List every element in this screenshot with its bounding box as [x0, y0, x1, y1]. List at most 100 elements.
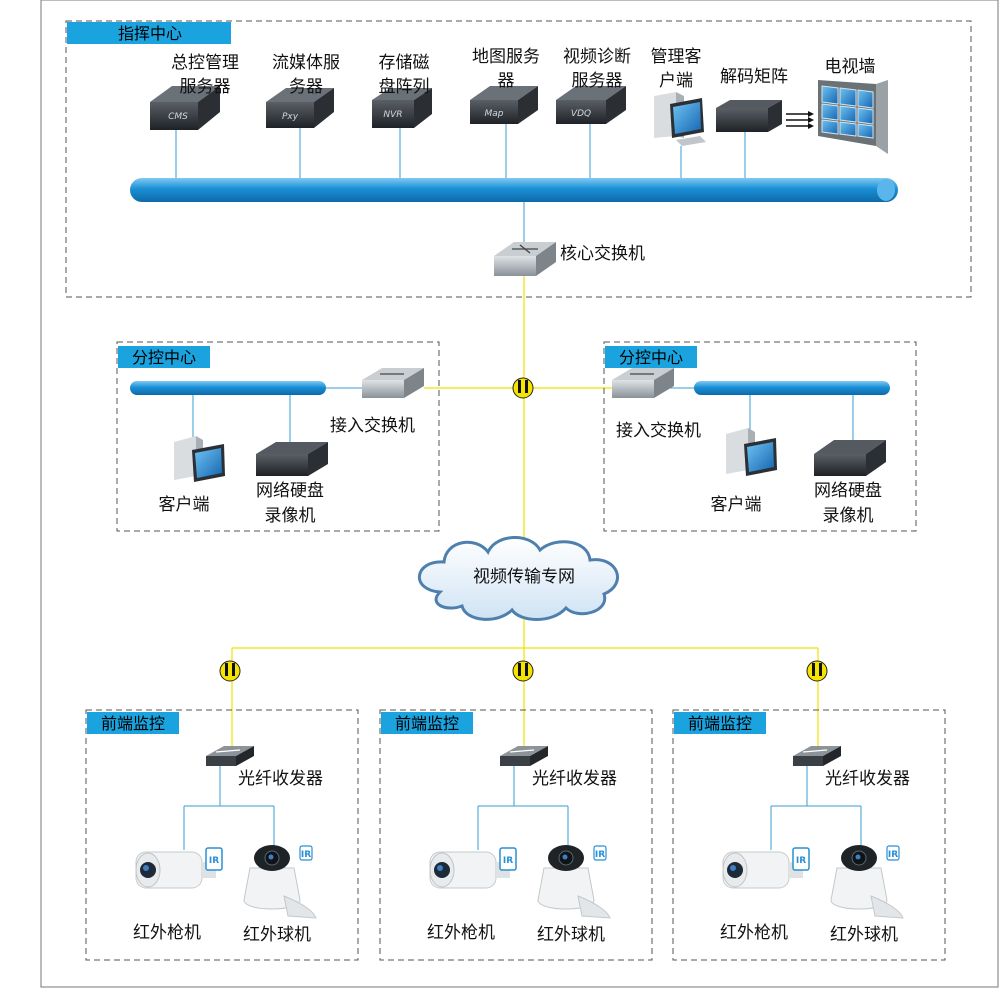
- command-center-title: 指挥中心: [118, 24, 182, 43]
- device-label-cms-line2: 服务器: [180, 77, 231, 97]
- network-label: 视频传输专网: [473, 567, 575, 587]
- branch-right-title-bar: [605, 346, 697, 368]
- branch-left-nvr-line2: 录像机: [265, 506, 316, 526]
- transceiver-label: 光纤收发器: [532, 769, 617, 789]
- vdq-tag: VDQ: [571, 109, 591, 119]
- ir-badge: IR: [595, 850, 605, 860]
- front-end-links: [477, 766, 569, 850]
- branch-right-nvr-line1: 网络硬盘: [814, 481, 882, 501]
- fiber-connectors: [219, 377, 828, 682]
- front-end-border: [379, 709, 653, 961]
- ir-bullet-camera-icon: IR: [135, 847, 223, 889]
- ir-badge: IR: [301, 850, 311, 860]
- storage-array-icon: NVR: [372, 88, 432, 128]
- device-label-vdq-line1: 视频诊断: [563, 47, 631, 67]
- branch-left-nvr-line1: 网络硬盘: [256, 481, 324, 501]
- branch-right-switch-label: 接入交换机: [616, 421, 701, 441]
- bullet-camera-label: 红外枪机: [427, 923, 495, 943]
- device-label-stream-line2: 务器: [289, 77, 323, 97]
- front-end-links: [770, 766, 862, 850]
- device-label-cms-line1: 总控管理: [171, 53, 239, 73]
- device-label-storage-line2: 盘阵列: [379, 77, 430, 97]
- front-end-title-bar: [381, 712, 473, 734]
- map-tag: Map: [485, 109, 504, 119]
- ir-bullet-camera-icon: IR: [722, 847, 810, 889]
- branch-right-client-label: 客户端: [711, 495, 762, 515]
- branch-right-border: [603, 341, 917, 532]
- stream-server-icon: Pxy: [266, 88, 334, 128]
- front-end-title: 前端监控: [101, 714, 165, 733]
- device-label-client-line2: 户端: [659, 71, 693, 91]
- diagnosis-server-icon: VDQ: [556, 86, 626, 124]
- front-end-title-bar: [87, 712, 179, 734]
- command-center-group: 指挥中心 CMS 总控管理 服务器 Pxy: [65, 20, 972, 298]
- branch-left-switch-label: 接入交换机: [330, 416, 415, 436]
- nvr-recorder-icon: [814, 440, 886, 476]
- device-label-decoder: 解码矩阵: [720, 67, 788, 87]
- branch-right-bus: [694, 381, 890, 395]
- dome-camera-label: 红外球机: [830, 925, 898, 945]
- branch-left-client-label: 客户端: [159, 495, 210, 515]
- device-label-tvwall: 电视墙: [825, 57, 876, 77]
- command-center-bus: [130, 178, 898, 202]
- fiber-connector-icon: [806, 660, 828, 682]
- front-end-border: [672, 709, 946, 961]
- core-switch-icon: [494, 242, 556, 276]
- branch-left-title-bar: [118, 346, 210, 368]
- transceiver-label: 光纤收发器: [825, 769, 910, 789]
- access-switch-icon: [362, 368, 424, 398]
- ir-bullet-camera-icon: IR: [429, 847, 517, 889]
- cms-tag: CMS: [168, 112, 188, 122]
- ir-badge: IR: [888, 850, 898, 860]
- ir-badge: IR: [503, 856, 513, 866]
- dome-camera-label: 红外球机: [243, 925, 311, 945]
- access-switch-icon: [612, 368, 674, 398]
- front-end-border: [85, 709, 359, 961]
- fiber-connector-icon: [512, 377, 534, 399]
- bullet-camera-label: 红外枪机: [720, 923, 788, 943]
- branch-right-title: 分控中心: [619, 348, 683, 367]
- branch-center-left: 分控中心 接入交换机 客户端 网络硬盘 录像: [116, 341, 440, 532]
- ir-dome-camera-icon: IR: [830, 845, 904, 919]
- client-pc-icon: [174, 436, 225, 482]
- dome-camera-label: 红外球机: [537, 925, 605, 945]
- map-server-icon: Map: [470, 86, 538, 124]
- ir-dome-camera-icon: IR: [537, 845, 611, 919]
- client-pc-icon: [726, 428, 777, 476]
- fiber-transceiver-icon: [793, 746, 841, 766]
- device-label-vdq-line2: 服务器: [572, 71, 623, 91]
- fiber-connector-icon: [219, 660, 241, 682]
- branch-right-nvr-line2: 录像机: [823, 506, 874, 526]
- branch-center-right: 分控中心 接入交换机 客户端 网络硬盘 录像机: [603, 341, 917, 532]
- ir-dome-camera-icon: IR: [243, 845, 317, 919]
- nvr-tag: NVR: [383, 110, 402, 120]
- device-label-stream-line1: 流媒体服: [272, 53, 340, 73]
- management-client-pc-icon: [654, 92, 706, 146]
- front-end-title-bar: [674, 712, 766, 734]
- device-label-map-line2: 器: [498, 71, 515, 91]
- cms-server-icon: CMS: [150, 86, 220, 130]
- device-label-map-line1: 地图服务: [472, 47, 540, 67]
- branch-left-bus: [130, 381, 326, 395]
- fiber-transceiver-icon: [500, 746, 548, 766]
- front-end-title: 前端监控: [395, 714, 459, 733]
- bullet-camera-label: 红外枪机: [133, 923, 201, 943]
- branch-left-border: [116, 341, 440, 532]
- device-label-storage-line1: 存储磁: [379, 53, 430, 73]
- ir-badge: IR: [796, 856, 806, 866]
- cloud-icon: [418, 536, 619, 621]
- branch-left-title: 分控中心: [132, 348, 196, 367]
- device-label-client-line1: 管理客: [651, 47, 702, 67]
- tv-wall-icon: [818, 80, 888, 154]
- pxy-tag: Pxy: [282, 112, 299, 122]
- fiber-transceiver-icon: [206, 746, 254, 766]
- ir-badge: IR: [209, 856, 219, 866]
- front-end-links: [183, 766, 275, 850]
- transceiver-label: 光纤收发器: [238, 769, 323, 789]
- command-links: [175, 124, 746, 244]
